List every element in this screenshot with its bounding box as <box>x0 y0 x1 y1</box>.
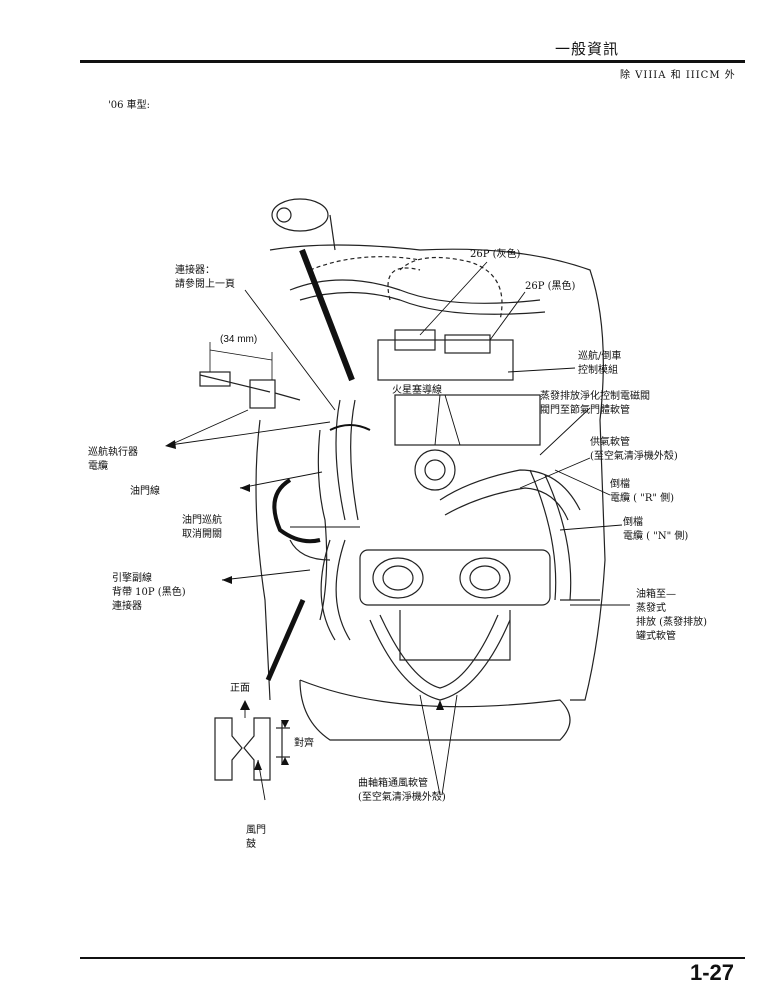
page-number: 1-27 <box>690 960 735 985</box>
label-air-supply-hose: 供氣軟管 (至空氣清淨機外殼) <box>590 437 678 462</box>
label-cruise-reverse-module: 巡航/倒車 控制模組 <box>578 351 622 376</box>
label-reverse-cable-r: 倒檔 電纜 ( "R" 側) <box>610 479 675 504</box>
label-throttle-cable: 油門線 <box>130 486 160 497</box>
section-subtitle: 除 VIIIA 和 IIICM 外 <box>620 70 736 81</box>
label-evap-solenoid: 蒸發排放淨化控制電磁閥 閥門至節氣門體軟管 <box>540 391 650 416</box>
label-fuel-tank-evap: 油箱至— 蒸發式 排放 (蒸發排放) 罐式軟管 <box>636 589 707 642</box>
bottom-rule <box>80 957 745 959</box>
label-align: 對齊 <box>294 738 314 749</box>
label-cruise-actuator-cable: 巡航執行器 電纜 <box>88 447 138 472</box>
label-crankcase-breather: 曲軸箱通風軟管 (至空氣清淨機外殼) <box>358 778 446 803</box>
section-title: 一般資訊 <box>555 40 620 58</box>
label-dimension: (34 mm) <box>220 334 258 345</box>
label-connector: 連接器： 請參閱上一頁 <box>175 265 235 290</box>
label-26p-gray: 26P (灰色) <box>470 249 521 260</box>
label-reverse-cable-n: 倒檔 電纜 ( "N" 側) <box>623 517 689 542</box>
model-label: '06 車型: <box>108 100 151 111</box>
label-26p-black: 26P (黑色) <box>525 281 576 292</box>
label-throttle-drum: 風門 鼓 <box>246 825 266 850</box>
label-engine-sub-harness: 引擎副線 背帶 10P (黑色) 連接器 <box>112 573 186 612</box>
label-throttle-cancel-switch: 油門巡航 取消開關 <box>182 515 222 540</box>
label-front: 正面 <box>230 683 250 694</box>
label-spark-plug-wire: 火星塞導線 <box>392 385 442 396</box>
top-rule <box>80 60 745 63</box>
